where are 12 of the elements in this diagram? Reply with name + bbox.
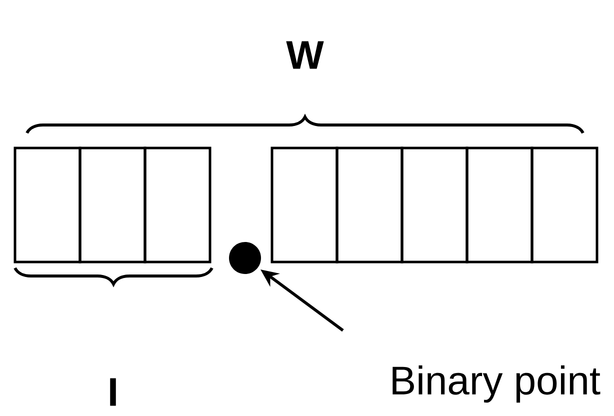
register-cell	[466, 146, 534, 264]
binary-point-dot	[229, 242, 261, 274]
register-cell	[144, 146, 212, 264]
label-text: Binary point	[392, 365, 600, 403]
register-cell	[78, 146, 146, 264]
bit-width-label: I	[110, 378, 116, 406]
register-cell	[270, 146, 338, 264]
register-cell	[400, 146, 468, 264]
register-cell	[336, 146, 404, 264]
register-cell	[530, 146, 598, 264]
bit-width-label: W	[286, 41, 324, 69]
register-cell	[14, 146, 82, 264]
